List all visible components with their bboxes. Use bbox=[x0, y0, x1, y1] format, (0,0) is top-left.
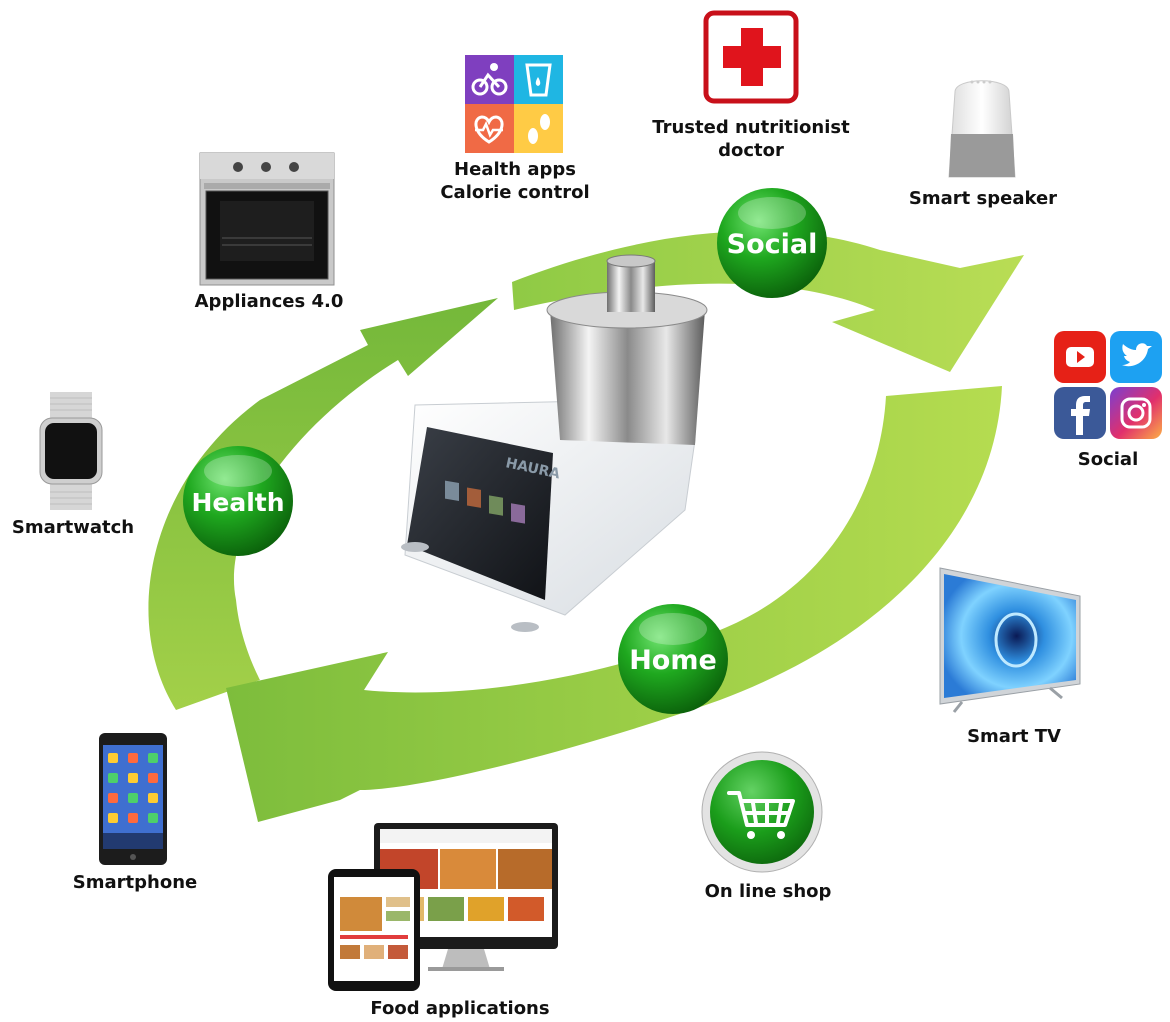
health-hub-ball: Health bbox=[183, 446, 293, 556]
social-media-icons bbox=[1054, 331, 1162, 439]
smart-speaker-image bbox=[948, 80, 1016, 178]
smartphone-image bbox=[99, 733, 167, 865]
twitter-icon bbox=[1110, 331, 1162, 383]
arrow-bottom bbox=[226, 386, 1002, 822]
smart-tv-label: Smart TV bbox=[967, 726, 1061, 747]
home-hub-label: Home bbox=[629, 645, 717, 676]
social-hub-ball: Social bbox=[717, 188, 827, 298]
home-hub-ball: Home bbox=[618, 604, 728, 714]
social-hub-label: Social bbox=[727, 229, 818, 260]
bicycle-icon bbox=[465, 55, 514, 104]
food-apps-image bbox=[328, 823, 558, 991]
health-apps-label-1: Health apps bbox=[454, 159, 576, 180]
smart-tv-image bbox=[939, 567, 1081, 713]
online-shop-label: On line shop bbox=[704, 881, 832, 902]
arrow-left bbox=[148, 298, 498, 710]
health-hub-label: Health bbox=[191, 488, 284, 517]
shopping-cart-icon bbox=[727, 791, 795, 827]
smart-speaker-label: Smart speaker bbox=[908, 188, 1058, 209]
water-glass-icon bbox=[514, 55, 563, 104]
smartphone-label: Smartphone bbox=[72, 872, 198, 893]
medical-cross-icon bbox=[703, 10, 799, 104]
online-shop-button[interactable] bbox=[701, 751, 823, 873]
nutritionist-label-1: Trusted nutritionist bbox=[652, 117, 850, 138]
youtube-icon bbox=[1054, 331, 1106, 383]
instagram-icon bbox=[1110, 387, 1162, 439]
heart-rate-icon bbox=[465, 104, 514, 153]
cooking-robot-image: HAURA bbox=[401, 254, 708, 632]
food-apps-label: Food applications bbox=[370, 998, 550, 1019]
social-label: Social bbox=[1077, 449, 1139, 470]
nutritionist-label-2: doctor bbox=[718, 140, 784, 161]
smartwatch-label: Smartwatch bbox=[11, 517, 135, 538]
facebook-icon bbox=[1054, 387, 1106, 439]
footsteps-icon bbox=[514, 104, 563, 153]
appliances-label: Appliances 4.0 bbox=[194, 291, 344, 312]
health-apps-icon-grid bbox=[465, 55, 563, 153]
oven-image bbox=[199, 152, 335, 286]
health-apps-label-2: Calorie control bbox=[440, 182, 590, 203]
smartwatch-image bbox=[39, 392, 103, 510]
